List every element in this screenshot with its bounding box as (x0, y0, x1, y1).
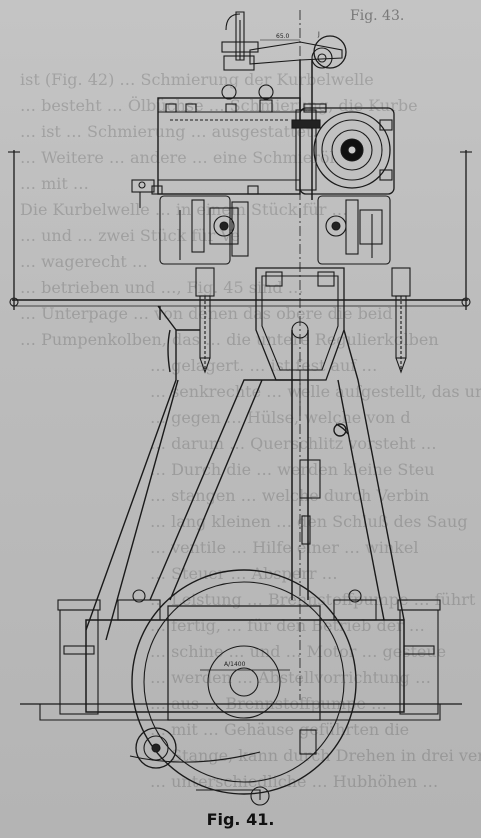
flywheel: A/1400 (131, 569, 357, 795)
lower-auxiliary-pump (129, 727, 317, 806)
governor-cross-rod (8, 150, 472, 310)
left-injection-valve (195, 267, 215, 374)
side-lever-detail (131, 179, 155, 208)
cylinder-head (151, 84, 301, 195)
connecting-rod (291, 330, 321, 600)
figure-caption: Fig. 41. (206, 810, 275, 829)
right-fuel-pump-assembly (317, 195, 391, 265)
figure-reference-top: Fig. 43. (350, 8, 405, 24)
main-cylinder (255, 267, 345, 381)
push-rod-right (291, 60, 321, 200)
dimension-label-j: J (317, 31, 320, 38)
dimension-label-bore: A/1400 (224, 661, 246, 668)
valve-gear-housing (299, 103, 395, 195)
left-fuel-pump-assembly (159, 195, 249, 265)
engine-frame (85, 305, 405, 641)
right-injection-valve (391, 267, 411, 374)
crankcase (20, 589, 462, 721)
dimension-label-top: 65.0 (276, 33, 290, 40)
rocker-arm: 65.0 J (249, 31, 347, 69)
intake-pipe (221, 11, 259, 71)
